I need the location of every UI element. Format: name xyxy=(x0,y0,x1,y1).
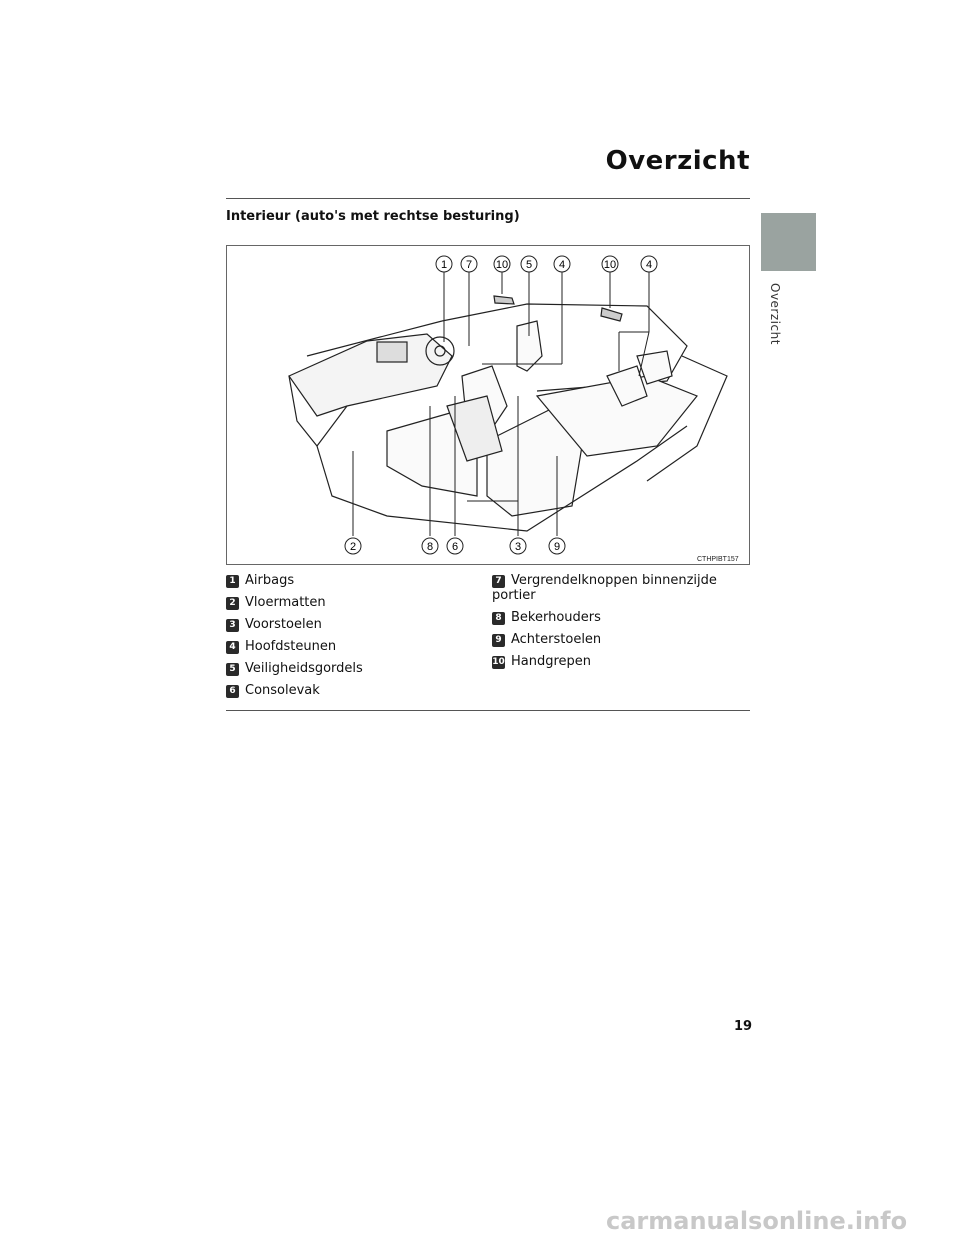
callout-1: 1 xyxy=(441,259,447,271)
interior-diagram: 1 7 10 5 4 10 4 2 8 6 3 9 CTHPIBT157 xyxy=(226,245,750,565)
callout-4b: 4 xyxy=(646,259,652,271)
callout-8: 8 xyxy=(427,541,433,553)
figure-code: CTHPIBT157 xyxy=(697,556,739,563)
callout-10: 10 xyxy=(496,259,508,271)
callout-7: 7 xyxy=(466,259,472,271)
section-heading: Interieur (auto's met rechtse besturing) xyxy=(226,209,520,224)
top-divider xyxy=(226,198,750,199)
callout-9: 9 xyxy=(554,541,560,553)
interior-illustration: 1 7 10 5 4 10 4 2 8 6 3 9 CTHPIBT157 xyxy=(288,255,739,563)
chapter-tab xyxy=(761,213,816,271)
page-number: 19 xyxy=(734,1019,753,1034)
page-title: Overzicht xyxy=(605,146,750,176)
callout-3: 3 xyxy=(515,541,521,553)
callout-4: 4 xyxy=(559,259,565,271)
callout-2: 2 xyxy=(350,541,356,553)
chapter-side-label: Overzicht xyxy=(768,283,782,345)
callout-10b: 10 xyxy=(604,259,616,271)
callout-6: 6 xyxy=(452,541,458,553)
callout-5: 5 xyxy=(526,259,532,271)
bottom-divider xyxy=(226,710,750,711)
watermark-link[interactable]: carmanualsonline.info xyxy=(606,1207,908,1235)
